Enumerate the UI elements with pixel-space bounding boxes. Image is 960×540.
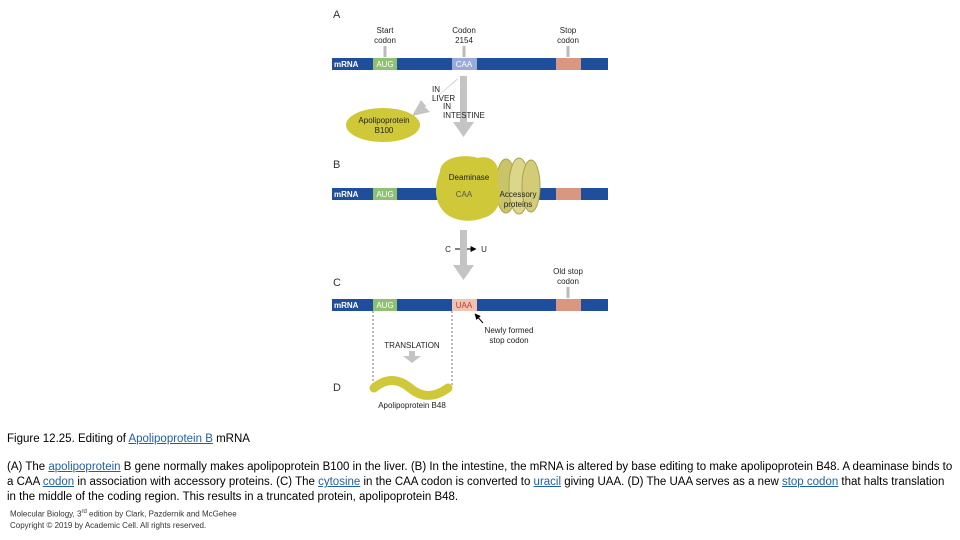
codon-link[interactable]: codon [42, 476, 75, 488]
intestine-arrow [453, 76, 474, 137]
liver-label-1: IN [432, 85, 440, 94]
panel-d-label: D [333, 382, 341, 394]
translation-label: TRANSLATION [384, 341, 440, 350]
figure-title-suffix: mRNA [212, 433, 250, 445]
liver-arrow [412, 78, 458, 116]
caa-label-b: CAA [456, 190, 473, 199]
caption-text: that halts translation in the middle of … [7, 476, 945, 503]
deaminase-label: Deaminase [449, 173, 490, 182]
uaa-codon-c [452, 299, 477, 311]
caption-text: in association with accessory proteins. … [74, 476, 319, 488]
apob48-protein [369, 376, 453, 400]
caa-codon-a [452, 58, 477, 70]
credit-edition-sup: rd [81, 509, 87, 515]
panel-a-label: A [333, 9, 341, 21]
credit-line-2: Copyright © 2019 by Academic Cell. All r… [10, 521, 207, 530]
apolipoprotein-b-link[interactable]: Apolipoprotein B [128, 433, 213, 445]
intestine-label-2: INTESTINE [443, 111, 485, 120]
apob100-label-2: B100 [375, 126, 394, 135]
apolipoprotein-link[interactable]: apolipoprotein [48, 461, 121, 473]
uracil-link[interactable]: uracil [533, 476, 562, 488]
caption-text: B gene normally makes apolipoprotein B10… [7, 461, 953, 488]
mrna-label-c: mRNA [334, 301, 359, 310]
b-to-c-arrow [453, 230, 474, 280]
figure-title: Figure 12.25. Editing of Apolipoprotein … [7, 433, 250, 445]
aug-codon-c [373, 299, 397, 311]
aug-label-b: AUG [376, 190, 393, 199]
panel-c-label: C [333, 277, 341, 289]
uaa-label-c: UAA [456, 301, 473, 310]
deaminase-protein [435, 156, 501, 221]
liver-label-2: LIVER [432, 94, 455, 103]
codon-2154-label-1: Codon [452, 26, 476, 35]
mrna-label-a: mRNA [334, 60, 359, 69]
new-stop-label-1: Newly formed [485, 326, 534, 335]
caa-label-a: CAA [456, 60, 473, 69]
start-codon-label-1: Start [377, 26, 395, 35]
mrna-label-b: mRNA [334, 190, 359, 199]
stop-codon-link[interactable]: stop codon [781, 476, 839, 488]
conversion-from: C [445, 245, 451, 254]
stop-codon-a [556, 58, 581, 70]
start-codon-label-2: codon [374, 36, 396, 45]
panel-b-label: B [333, 159, 340, 171]
old-stop-label-2: codon [557, 277, 579, 286]
translation-arrow [403, 351, 421, 363]
apob100-protein [346, 108, 420, 142]
apob100-label-1: Apolipoprotein [358, 116, 409, 125]
cytosine-link[interactable]: cytosine [318, 476, 361, 488]
intestine-label-1: IN [443, 102, 451, 111]
aug-codon-a [373, 58, 397, 70]
stop-codon-label-1: Stop [560, 26, 577, 35]
caption-text: giving UAA. (D) The UAA serves as a new [561, 476, 782, 488]
old-stop-label-1: Old stop [553, 267, 583, 276]
credit-line-1: Molecular Biology, 3rd edition by Clark,… [10, 509, 237, 519]
aug-codon-b [373, 188, 397, 200]
credit-book: Molecular Biology, 3 [10, 509, 82, 519]
new-stop-pointer [474, 313, 484, 324]
apob48-label: Apolipoprotein B48 [378, 401, 446, 410]
figure-title-prefix: Figure 12.25. Editing of [7, 433, 129, 445]
caption-text: in the CAA codon is converted to [360, 476, 534, 488]
accessory-label-1: Accessory [500, 190, 537, 199]
aug-label-c: AUG [376, 301, 393, 310]
conversion-to: U [481, 245, 487, 254]
aug-label-a: AUG [376, 60, 393, 69]
new-stop-label-2: stop codon [489, 336, 528, 345]
stop-codon-c [556, 299, 581, 311]
accessory-label-2: proteins [504, 200, 532, 209]
stop-codon-b [556, 188, 581, 200]
credit-authors: edition by Clark, Pazdernik and McGehee [86, 509, 237, 519]
stop-codon-label-2: codon [557, 36, 579, 45]
codon-2154-label-2: 2154 [455, 36, 473, 45]
caption-text: (A) The [7, 461, 49, 473]
figure-caption: (A) The apolipoprotein B gene normally m… [7, 460, 955, 505]
apob-editing-diagram: A Start codon Codon 2154 Stop codon mRNA… [332, 9, 608, 410]
